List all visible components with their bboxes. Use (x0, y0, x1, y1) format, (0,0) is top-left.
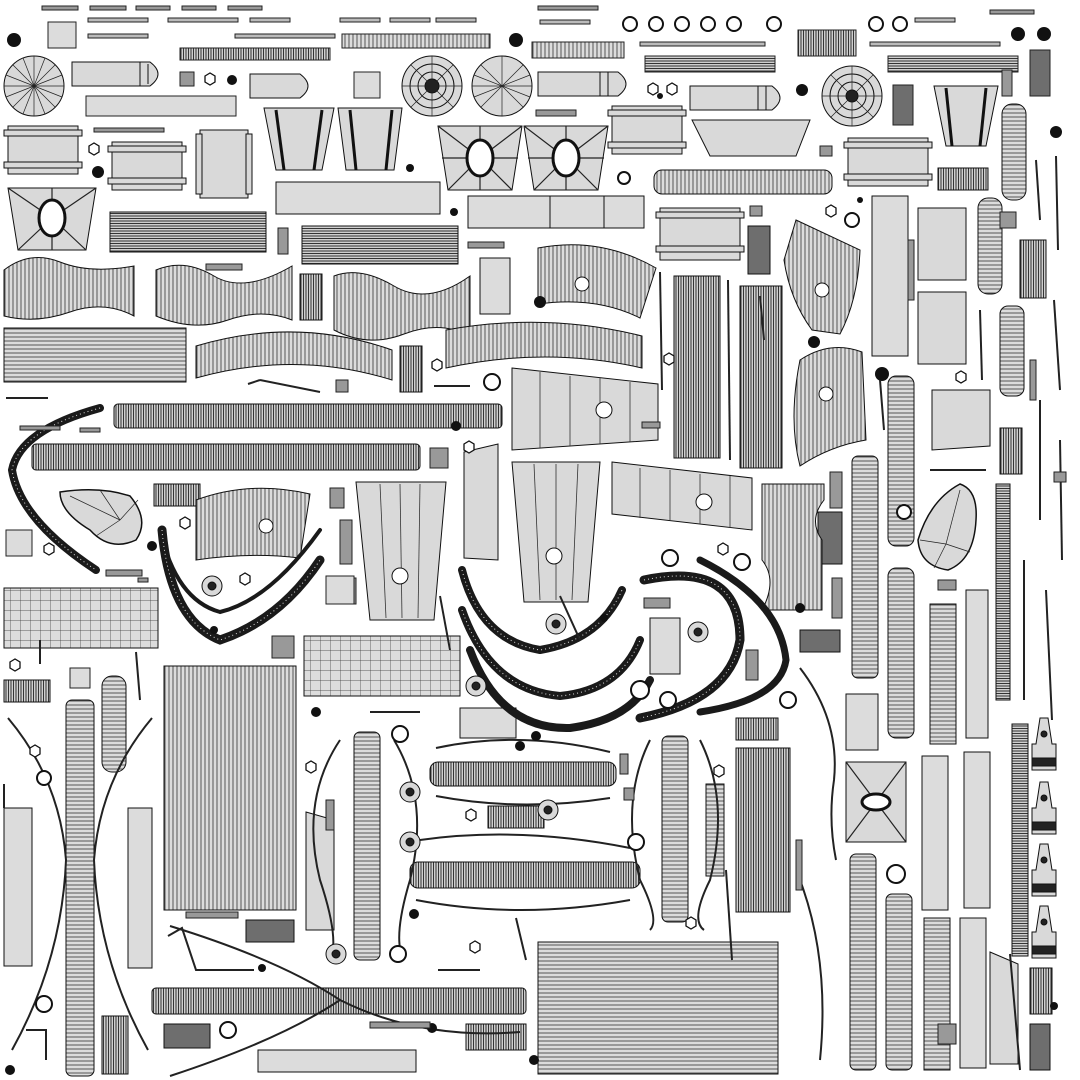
top-strip (41, 5, 1035, 47)
arc-strips (195, 219, 867, 561)
star-frames (7, 125, 907, 843)
small-rings (35, 16, 912, 1039)
top-rails (47, 21, 1051, 126)
wave-strips (3, 257, 825, 611)
side-wings (7, 667, 837, 1077)
ringed-hubs (201, 575, 709, 965)
hex-nuts (9, 72, 967, 954)
clamp-blocks (3, 105, 967, 365)
dots (5, 27, 1062, 1075)
grid-panels (3, 167, 1053, 1075)
arc-strip-hubs (258, 276, 834, 534)
long-rails (31, 403, 641, 1015)
spindle-bars (65, 103, 1029, 1077)
tapered-panel-ribs (379, 372, 731, 619)
capsules (71, 61, 781, 111)
hub-discs (3, 55, 883, 127)
tiny-bars (5, 69, 1067, 1045)
thin-sticks (3, 155, 1063, 1071)
cone-caps (1031, 717, 1057, 959)
tapered-panel-hubs (391, 401, 713, 585)
teardrop-hubs (59, 483, 977, 571)
